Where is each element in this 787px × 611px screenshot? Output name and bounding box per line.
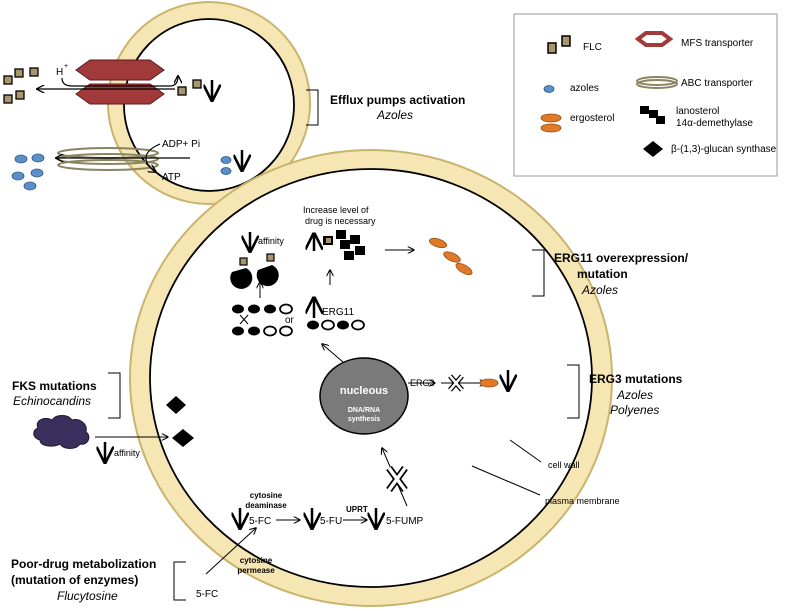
erg3-title: ERG3 mutations [589,372,683,386]
nucleus-label: nucleous [340,385,388,397]
adp-atp-arrow [145,143,161,172]
cytosine-permease-2: permease [237,566,275,575]
or-label: or [285,315,295,326]
dna-label-1: DNA/RNA [348,407,380,414]
arrow-nucleus-to-erg11 [322,344,344,363]
legend-azoles: azoles [570,83,599,94]
adp-label: ADP+ Pi [162,139,200,150]
glucan-synthase-bottom [172,429,194,447]
erg3-bracket [567,364,580,419]
legend-mfs: MFS transporter [681,38,754,49]
demethylase-cluster [323,230,365,260]
glucan-synthase-icon [643,141,663,157]
erg11-drug: Azoles [581,283,618,297]
fks-drug: Echinocandins [13,394,91,408]
erg3-drug-1: Azoles [616,388,653,402]
erg11-title-2: mutation [577,267,628,281]
glucan-synthase-top [166,396,186,414]
erg11-mutant-gene [232,303,293,337]
echinocandin-molecule [33,415,90,449]
azole-icon [543,85,555,93]
erg3-label: ERG3 [410,378,435,388]
demethylase-icon [640,106,665,124]
increase-label-2: drug is necessary [305,216,376,226]
erg11-overexpressed-gene [307,319,365,331]
proton-arrow [61,76,178,87]
azole-molecules-outside [11,153,45,191]
plasma-membrane-label: plasma membrane [545,496,620,506]
affinity-top-label: affinity [258,236,284,246]
legend-glucan: β-(1,3)-glucan synthase [671,144,777,155]
legend-abc: ABC transporter [681,78,753,89]
enzyme-bound-2 [256,253,279,287]
efflux-bracket [306,89,319,126]
efflux-title: Efflux pumps activation [330,93,465,107]
affinity-fks-label: affinity [114,448,140,458]
fks-title: FKS mutations [12,379,97,393]
poor-title-1: Poor-drug metabolization [11,557,156,571]
h-plus: H [56,67,63,78]
poor-drug: Flucytosine [57,589,118,603]
poor-title-2: (mutation of enzymes) [11,573,138,587]
fc-outside-label: 5-FC [196,589,218,600]
cell-wall-label: cell wall [548,460,580,470]
blocked-cross-erg3 [448,374,464,392]
cytosine-deaminase-2: deaminase [245,501,287,510]
dna-label-2: synthesis [348,416,380,423]
erg11-bracket [532,249,545,297]
flc-molecules-inside [177,79,202,96]
blocked-cross-dna [386,465,408,493]
ergosterol-membrane-top [428,237,473,276]
efflux-drug: Azoles [376,108,413,122]
enzyme-bound-1 [230,257,253,289]
mfs-transporter-icon [634,31,674,47]
h-plus-sup: + [64,63,68,70]
uprt-label: UPRT [346,505,368,514]
cytosine-permease-1: cytosine [240,556,273,565]
flc-molecules-outside [3,67,39,104]
atp-label: ATP [162,172,181,183]
fump-label: 5-FUMP [386,516,424,527]
poor-bracket [173,561,186,601]
legend-flc: FLC [583,42,602,53]
fks-bracket [108,372,121,419]
erg3-drug-2: Polyenes [610,403,659,417]
fu-label: 5-FU [320,516,342,527]
ergosterol-membrane-mid [479,378,499,388]
legend-ergosterol: ergosterol [570,113,614,124]
legend-lanosterol-1: lanosterol [676,106,719,117]
erg11-title-1: ERG11 overexpression/ [554,251,689,265]
legend-box: FLC MFS transporter azoles ABC transport… [513,13,778,177]
abc-transporter-icon [636,76,678,89]
ergosterol-icon [540,113,562,133]
azole-molecules-inside [220,156,232,175]
nucleus [319,357,409,435]
flc-icon [547,35,571,54]
increase-label-1: Increase level of [303,205,369,215]
plasma-membrane-pointer [471,465,541,496]
cytosine-deaminase-1: cytosine [250,491,283,500]
fc-inside-label: 5-FC [249,516,271,527]
erg11-label: ERG11 [322,307,354,318]
arrow-5fc-entry [205,528,256,575]
cell-wall-pointer [509,439,542,463]
legend-lanosterol-2: 14α-demethylase [676,118,753,129]
